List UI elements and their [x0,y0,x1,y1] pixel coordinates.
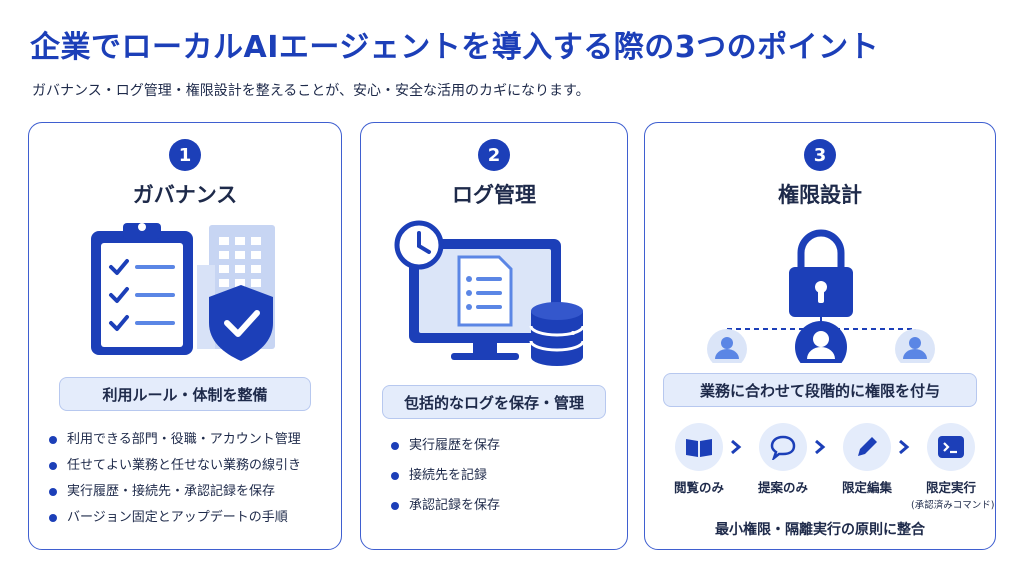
card-permission-design: 3 権限設計 [644,122,996,550]
user-icon [895,329,935,369]
permission-steps: 閲覧のみ 提案のみ 限定編集 限定実行 (承認済みコマンド) [659,423,994,511]
shield-check-icon [209,285,273,361]
card-log-management: 2 ログ管理 [360,122,628,550]
card-title-governance: ガバナンス [132,183,238,207]
log-list: 実行履歴を保存 接続先を記録 承認記録を保存 [389,431,500,521]
permission-illustration [645,217,995,373]
card-title-log-management: ログ管理 [452,183,536,207]
chevron-right-icon [731,439,742,455]
permission-summary: 業務に合わせて段階的に権限を付与 [663,373,977,407]
step-limited-edit: 限定編集 [827,423,907,496]
governance-summary: 利用ルール・体制を整備 [59,377,311,411]
clipboard-checklist-icon [91,223,193,355]
step-limited-execute: 限定実行 (承認済みコマンド) [911,423,995,511]
terminal-icon [927,423,975,471]
list-item: 承認記録を保存 [389,491,500,521]
card-number-1: 1 [169,139,201,171]
step-sublabel: (承認済みコマンド) [911,500,995,511]
card-governance: 1 ガバナンス [28,122,342,550]
chat-bubble-icon [759,423,807,471]
chevron-right-icon [815,439,826,455]
log-summary: 包括的なログを保存・管理 [382,385,606,419]
list-item: 接続先を記録 [389,461,500,491]
database-icon [529,302,585,366]
list-item: 任せてよい業務と任せない業務の線引き [47,453,301,479]
governance-list: 利用できる部門・役職・アカウント管理 任せてよい業務と任せない業務の線引き 実行… [47,427,301,531]
page-subtitle: ガバナンス・ログ管理・権限設計を整えることが、安心・安全な活用のカギになります。 [32,83,590,99]
step-label: 閲覧のみ [673,480,724,495]
log-illustration [361,219,627,369]
step-view-only: 閲覧のみ [659,423,739,496]
list-item: 利用できる部門・役職・アカウント管理 [47,427,301,453]
step-label: 限定実行 [925,480,976,495]
page-title: 企業でローカルAIエージェントを導入する際の3つのポイント [30,30,880,65]
card-number-2: 2 [478,139,510,171]
permission-footer: 最小権限・隔離実行の原則に整合 [715,522,925,538]
clock-icon [394,220,444,270]
card-number-3: 3 [804,139,836,171]
document-icon [457,255,513,327]
book-icon [675,423,723,471]
list-item: 実行履歴・接続先・承認記録を保存 [47,479,301,505]
pencil-icon [843,423,891,471]
user-icon [795,321,847,373]
list-item: 実行履歴を保存 [389,431,500,461]
step-suggest-only: 提案のみ [743,423,823,496]
list-item: バージョン固定とアップデートの手順 [47,505,301,531]
user-icon [707,329,747,369]
step-label: 限定編集 [841,480,892,495]
chevron-right-icon [899,439,910,455]
lock-icon [789,229,853,317]
card-title-permission-design: 権限設計 [778,183,862,207]
step-label: 提案のみ [757,480,808,495]
governance-illustration [29,219,341,367]
